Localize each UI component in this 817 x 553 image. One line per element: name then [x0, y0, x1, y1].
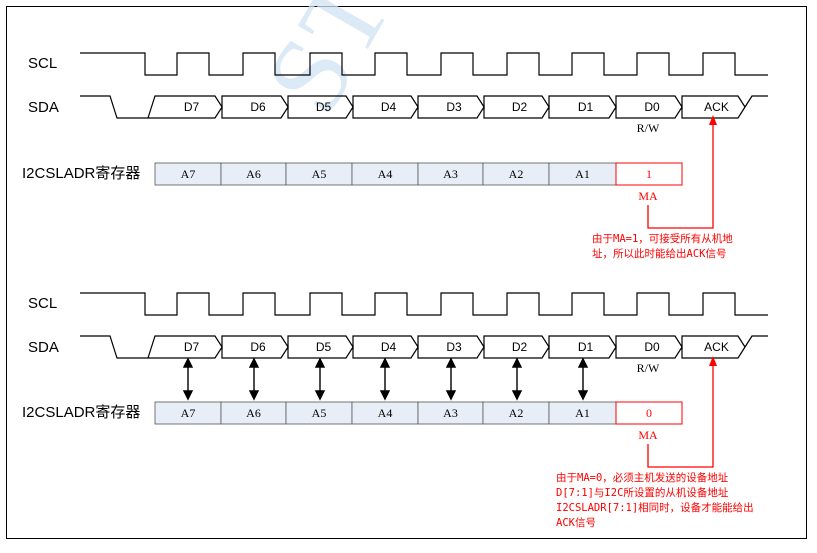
bottom-ma-label: MA: [638, 428, 658, 442]
bottom-bit-d1: D1: [578, 340, 594, 354]
bottom-bit-d2: D2: [512, 340, 528, 354]
top-scl-label: SCL: [28, 55, 57, 72]
top-reg-text-a4: A4: [378, 167, 393, 181]
top-ma-value: 1: [646, 167, 652, 181]
bottom-bit-d6: D6: [250, 340, 266, 354]
compare-arrow-2: [511, 357, 523, 401]
bottom-bit-d0: D0: [644, 340, 660, 354]
bottom-ack-arrowhead: [709, 356, 717, 366]
bottom-bit-compare-arrows: [182, 357, 589, 401]
bottom-bit-ack: ACK: [704, 340, 729, 354]
bottom-ack-connector: [647, 362, 714, 468]
top-reg-text-a3: A3: [443, 167, 458, 181]
top-register-label: I2CSLADR寄存器: [22, 164, 140, 182]
top-sda-label: SDA: [28, 99, 59, 116]
scl-trace: [80, 52, 768, 76]
bottom-reg-text-a6: A6: [246, 406, 261, 420]
bottom-bit-d7: D7: [184, 340, 200, 354]
bottom-reg-text-a2: A2: [509, 406, 524, 420]
scl-trace: [80, 292, 768, 316]
bottom-reg-text-a3: A3: [443, 406, 458, 420]
top-ma-label: MA: [638, 189, 658, 203]
top-sda-bits: D7 D6 D5 D4 D3 D2 D1 D0 ACK: [184, 100, 729, 114]
bottom-bit-d4: D4: [381, 340, 397, 354]
diagram-frame: [6, 6, 807, 539]
top-ma-cell: [615, 162, 683, 186]
bottom-note-line-4: ACK信号: [556, 517, 596, 529]
bottom-bit-d3: D3: [446, 340, 462, 354]
top-reg-text-a2: A2: [509, 167, 524, 181]
compare-arrow-3: [445, 357, 457, 401]
top-bit-d1: D1: [578, 100, 594, 114]
bottom-ma-cell: [615, 401, 683, 425]
top-note-line-2: 址，所以此时能给出ACK信号: [592, 247, 726, 260]
top-scl-waveform: [80, 52, 768, 76]
top-rw-label: R/W: [637, 121, 660, 135]
top-bit-d6: D6: [250, 100, 266, 114]
top-note-line-1: 由于MA=1，可接受所有从机地: [592, 232, 733, 245]
compare-arrow-5: [314, 357, 326, 401]
bottom-reg-text-a5: A5: [312, 406, 327, 420]
sda-start-trace: [80, 335, 148, 359]
bottom-bit-d5: D5: [316, 340, 332, 354]
bottom-reg-text-a4: A4: [378, 406, 393, 420]
top-reg-text-a7: A7: [181, 167, 196, 181]
compare-arrow-7: [182, 357, 194, 401]
compare-arrow-1: [577, 357, 589, 401]
top-ack-arrowhead: [709, 115, 717, 125]
top-bit-d2: D2: [512, 100, 528, 114]
sda-upper-trace: [147, 95, 746, 119]
sda-end-trace: [744, 335, 768, 348]
top-bit-d5: D5: [316, 100, 332, 114]
bottom-scl-label: SCL: [28, 295, 57, 312]
compare-arrow-4: [379, 357, 391, 401]
top-reg-text-a1: A1: [575, 167, 590, 181]
sda-start-trace: [80, 95, 148, 119]
top-bit-d7: D7: [184, 100, 200, 114]
bottom-register-label: I2CSLADR寄存器: [22, 403, 140, 421]
bottom-sda-waveform: [80, 335, 768, 359]
top-reg-text-a5: A5: [312, 167, 327, 181]
sda-upper-trace: [147, 335, 746, 359]
top-register-cells: A7 A6 A5 A4 A3 A2 A1: [154, 162, 617, 186]
top-sda-waveform: [80, 95, 768, 119]
top-bit-d3: D3: [446, 100, 462, 114]
bottom-note-line-2: D[7:1]与I2C所设置的从机设备地址: [556, 486, 729, 499]
sda-lower-trace: [148, 344, 746, 359]
bottom-note-line-1: 由于MA=0，必须主机发送的设备地址: [556, 471, 729, 484]
bottom-ma-value: 0: [646, 406, 652, 420]
bottom-note-line-3: I2CSLADR[7:1]相同时，设备才能能给出: [556, 501, 754, 514]
top-bit-d4: D4: [381, 100, 397, 114]
sda-end-trace: [744, 95, 768, 108]
bottom-scl-waveform: [80, 292, 768, 316]
bottom-sda-label: SDA: [28, 339, 59, 356]
top-ack-connector: [647, 121, 714, 229]
bottom-reg-text-a1: A1: [575, 406, 590, 420]
sda-lower-trace: [148, 104, 746, 119]
bottom-rw-label: R/W: [637, 361, 660, 375]
bottom-reg-text-a7: A7: [181, 406, 196, 420]
compare-arrow-6: [248, 357, 260, 401]
bottom-sda-bits: D7 D6 D5 D4 D3 D2 D1 D0 ACK: [184, 340, 729, 354]
top-bit-d0: D0: [644, 100, 660, 114]
top-reg-text-a6: A6: [246, 167, 261, 181]
bottom-register-cells: A7 A6 A5 A4 A3 A2 A1: [154, 401, 617, 425]
top-bit-ack: ACK: [704, 100, 729, 114]
